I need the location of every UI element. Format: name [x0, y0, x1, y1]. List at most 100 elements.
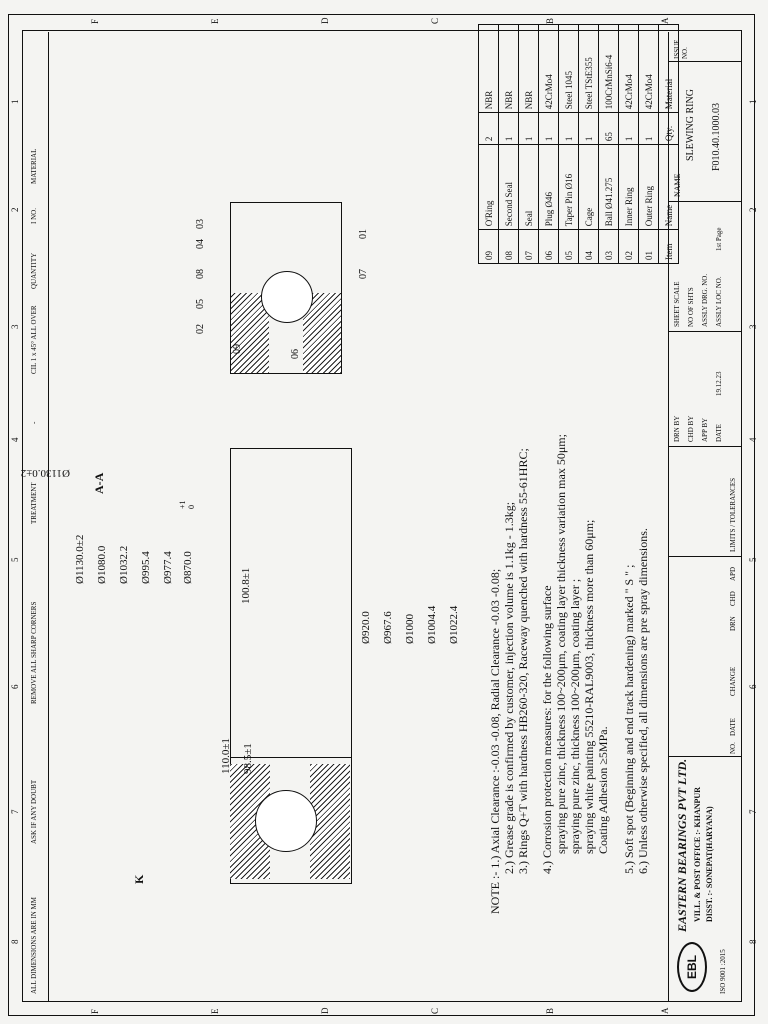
header-ask: ASK IF ANY DOUBT: [30, 779, 38, 844]
row-letter: D: [320, 17, 330, 25]
header-chamfer: CIL 1 x 45° ALL OVER: [30, 305, 38, 374]
bom-item: 08: [498, 229, 519, 264]
bom-material: NBR: [518, 24, 539, 113]
part-name: SLEWING RING: [685, 89, 696, 161]
row-letter: A: [660, 1007, 670, 1015]
chd-by: CHD BY: [687, 415, 695, 442]
col-num: 2: [10, 207, 20, 213]
detail-label: 06: [290, 349, 301, 359]
company-address-1: VILL. & POST OFFICE :- KHANPUR: [693, 787, 702, 922]
dim-label: Ø1130.0±2: [20, 467, 70, 479]
company-address-2: DISST. :- SONEPAT(HARYANA): [705, 806, 714, 922]
dim-920: Ø920.0: [360, 611, 372, 644]
bom-item: 01: [638, 229, 659, 264]
rev-col: APD: [729, 566, 737, 581]
section-view-left: [190, 448, 352, 884]
row-letter: E: [210, 18, 220, 25]
row-letter: E: [210, 1008, 220, 1015]
dim-1022: Ø1022.4: [448, 605, 460, 644]
assly-loc: ASSLY LOC NO.: [715, 276, 723, 327]
dim-outer: Ø1130.0±2: [74, 534, 86, 584]
row-letter: F: [90, 1008, 100, 1014]
dim-1032: Ø1032.2: [118, 545, 130, 584]
col-num: 8: [10, 939, 20, 945]
revision-block: NO. DATE CHANGE DRN CHD APD: [669, 556, 741, 757]
col-num: 5: [748, 557, 758, 563]
sheet-scale: SHEET SCALE: [673, 281, 681, 327]
note-line: 6.) Unless otherwise specified, all dime…: [636, 528, 650, 874]
rev-col: DRN: [729, 616, 737, 631]
bom-name: Outer Ring: [638, 144, 659, 230]
bom-qty: 2: [478, 112, 499, 145]
bom-item: 04: [578, 229, 599, 264]
dim-1004: Ø1004.4: [426, 605, 438, 644]
col-num: 8: [748, 939, 758, 945]
approval-block: DRN BY CHD BY APP BY DATE 19.12.23: [669, 331, 741, 447]
bom-qty: 1: [578, 112, 599, 145]
bom-name: Cage: [578, 144, 599, 230]
bom-name: O'Ring: [478, 144, 499, 230]
note-line: spraying white painting 55210-RAL9003, t…: [582, 519, 596, 854]
rev-col: DATE: [729, 718, 737, 736]
detail-label: 07: [358, 269, 369, 279]
row-letter: B: [545, 1007, 555, 1014]
bom-item: 09: [478, 229, 499, 264]
dim-height-100: 100.8±1: [240, 567, 252, 604]
note-line: NOTE :- 1.) Axial Clearance :-0.03 -0.08…: [488, 568, 502, 914]
note-line: 3.) Rings Q+T with hardness HB260-320, R…: [516, 448, 530, 874]
limits-label: LIMITS / TOLERANCES: [729, 477, 737, 552]
bom-material: 42CrMo4: [638, 24, 659, 113]
dim-1080: Ø1080.0: [96, 545, 108, 584]
date-label: DATE: [715, 424, 723, 442]
bom-material: 42CrMo4: [618, 24, 639, 113]
col-num: 5: [10, 557, 20, 563]
detail-label: 05: [195, 299, 206, 309]
row-letter: C: [430, 17, 440, 24]
page-label: 1st Page: [715, 227, 723, 251]
detail-label: 04: [195, 239, 206, 249]
detail-label: 03: [195, 219, 206, 229]
bom-name: Inner Ring: [618, 144, 639, 230]
name-block: NAME SLEWING RING F010.40.1000.03: [669, 61, 741, 202]
bom-qty: 1: [518, 112, 539, 145]
col-num: 1: [748, 99, 758, 105]
col-num: 4: [748, 437, 758, 443]
app-by: APP BY: [701, 417, 709, 442]
sheet-info-block: SHEET SCALE NO OF SHTS ASSLY DRG. NO. AS…: [669, 201, 741, 332]
col-num: 4: [10, 437, 20, 443]
note-line: 4.) Corrosion protection measures: for t…: [540, 585, 554, 874]
header-quantity: QUANTITY: [30, 252, 38, 289]
note-line: 2.) Grease grade is confirmed by custome…: [502, 501, 516, 874]
bom-item: 07: [518, 229, 539, 264]
issue-block: ISSUE NO.: [669, 31, 741, 62]
bom-material: Steel TStE355: [578, 24, 599, 113]
drn-by: DRN BY: [673, 415, 681, 442]
bom-material: 42CrMo4: [538, 24, 559, 113]
dim-870: Ø870.0: [182, 551, 194, 584]
company-name: EASTERN BEARINGS PVT LTD.: [675, 758, 689, 932]
bom-material: NBR: [478, 24, 499, 113]
tol-upper: +1: [178, 500, 187, 509]
dim-967: Ø967.6: [382, 611, 394, 644]
col-num: 6: [748, 684, 758, 690]
col-num: 7: [748, 809, 758, 815]
bom-item: 05: [558, 229, 579, 264]
header-sharp-corners: REMOVE ALL SHARP CORNERS: [30, 601, 38, 704]
header-item-no: I NO.: [30, 208, 38, 224]
dim-977: Ø977.4: [162, 551, 174, 584]
dim-height-110: 110.0±1: [220, 738, 232, 774]
note-line: spraying pure zinc, thickness 100~200μm,…: [568, 578, 582, 854]
detail-label: 02: [195, 324, 206, 334]
bom-qty: 1: [618, 112, 639, 145]
bom-name: Plug Ø46: [538, 144, 559, 230]
bom-name: Taper Pin Ø16: [558, 144, 579, 230]
title-block: EBL ISO 9001 :2015 EASTERN BEARINGS PVT …: [668, 31, 741, 1002]
section-label: A-A: [92, 472, 106, 494]
